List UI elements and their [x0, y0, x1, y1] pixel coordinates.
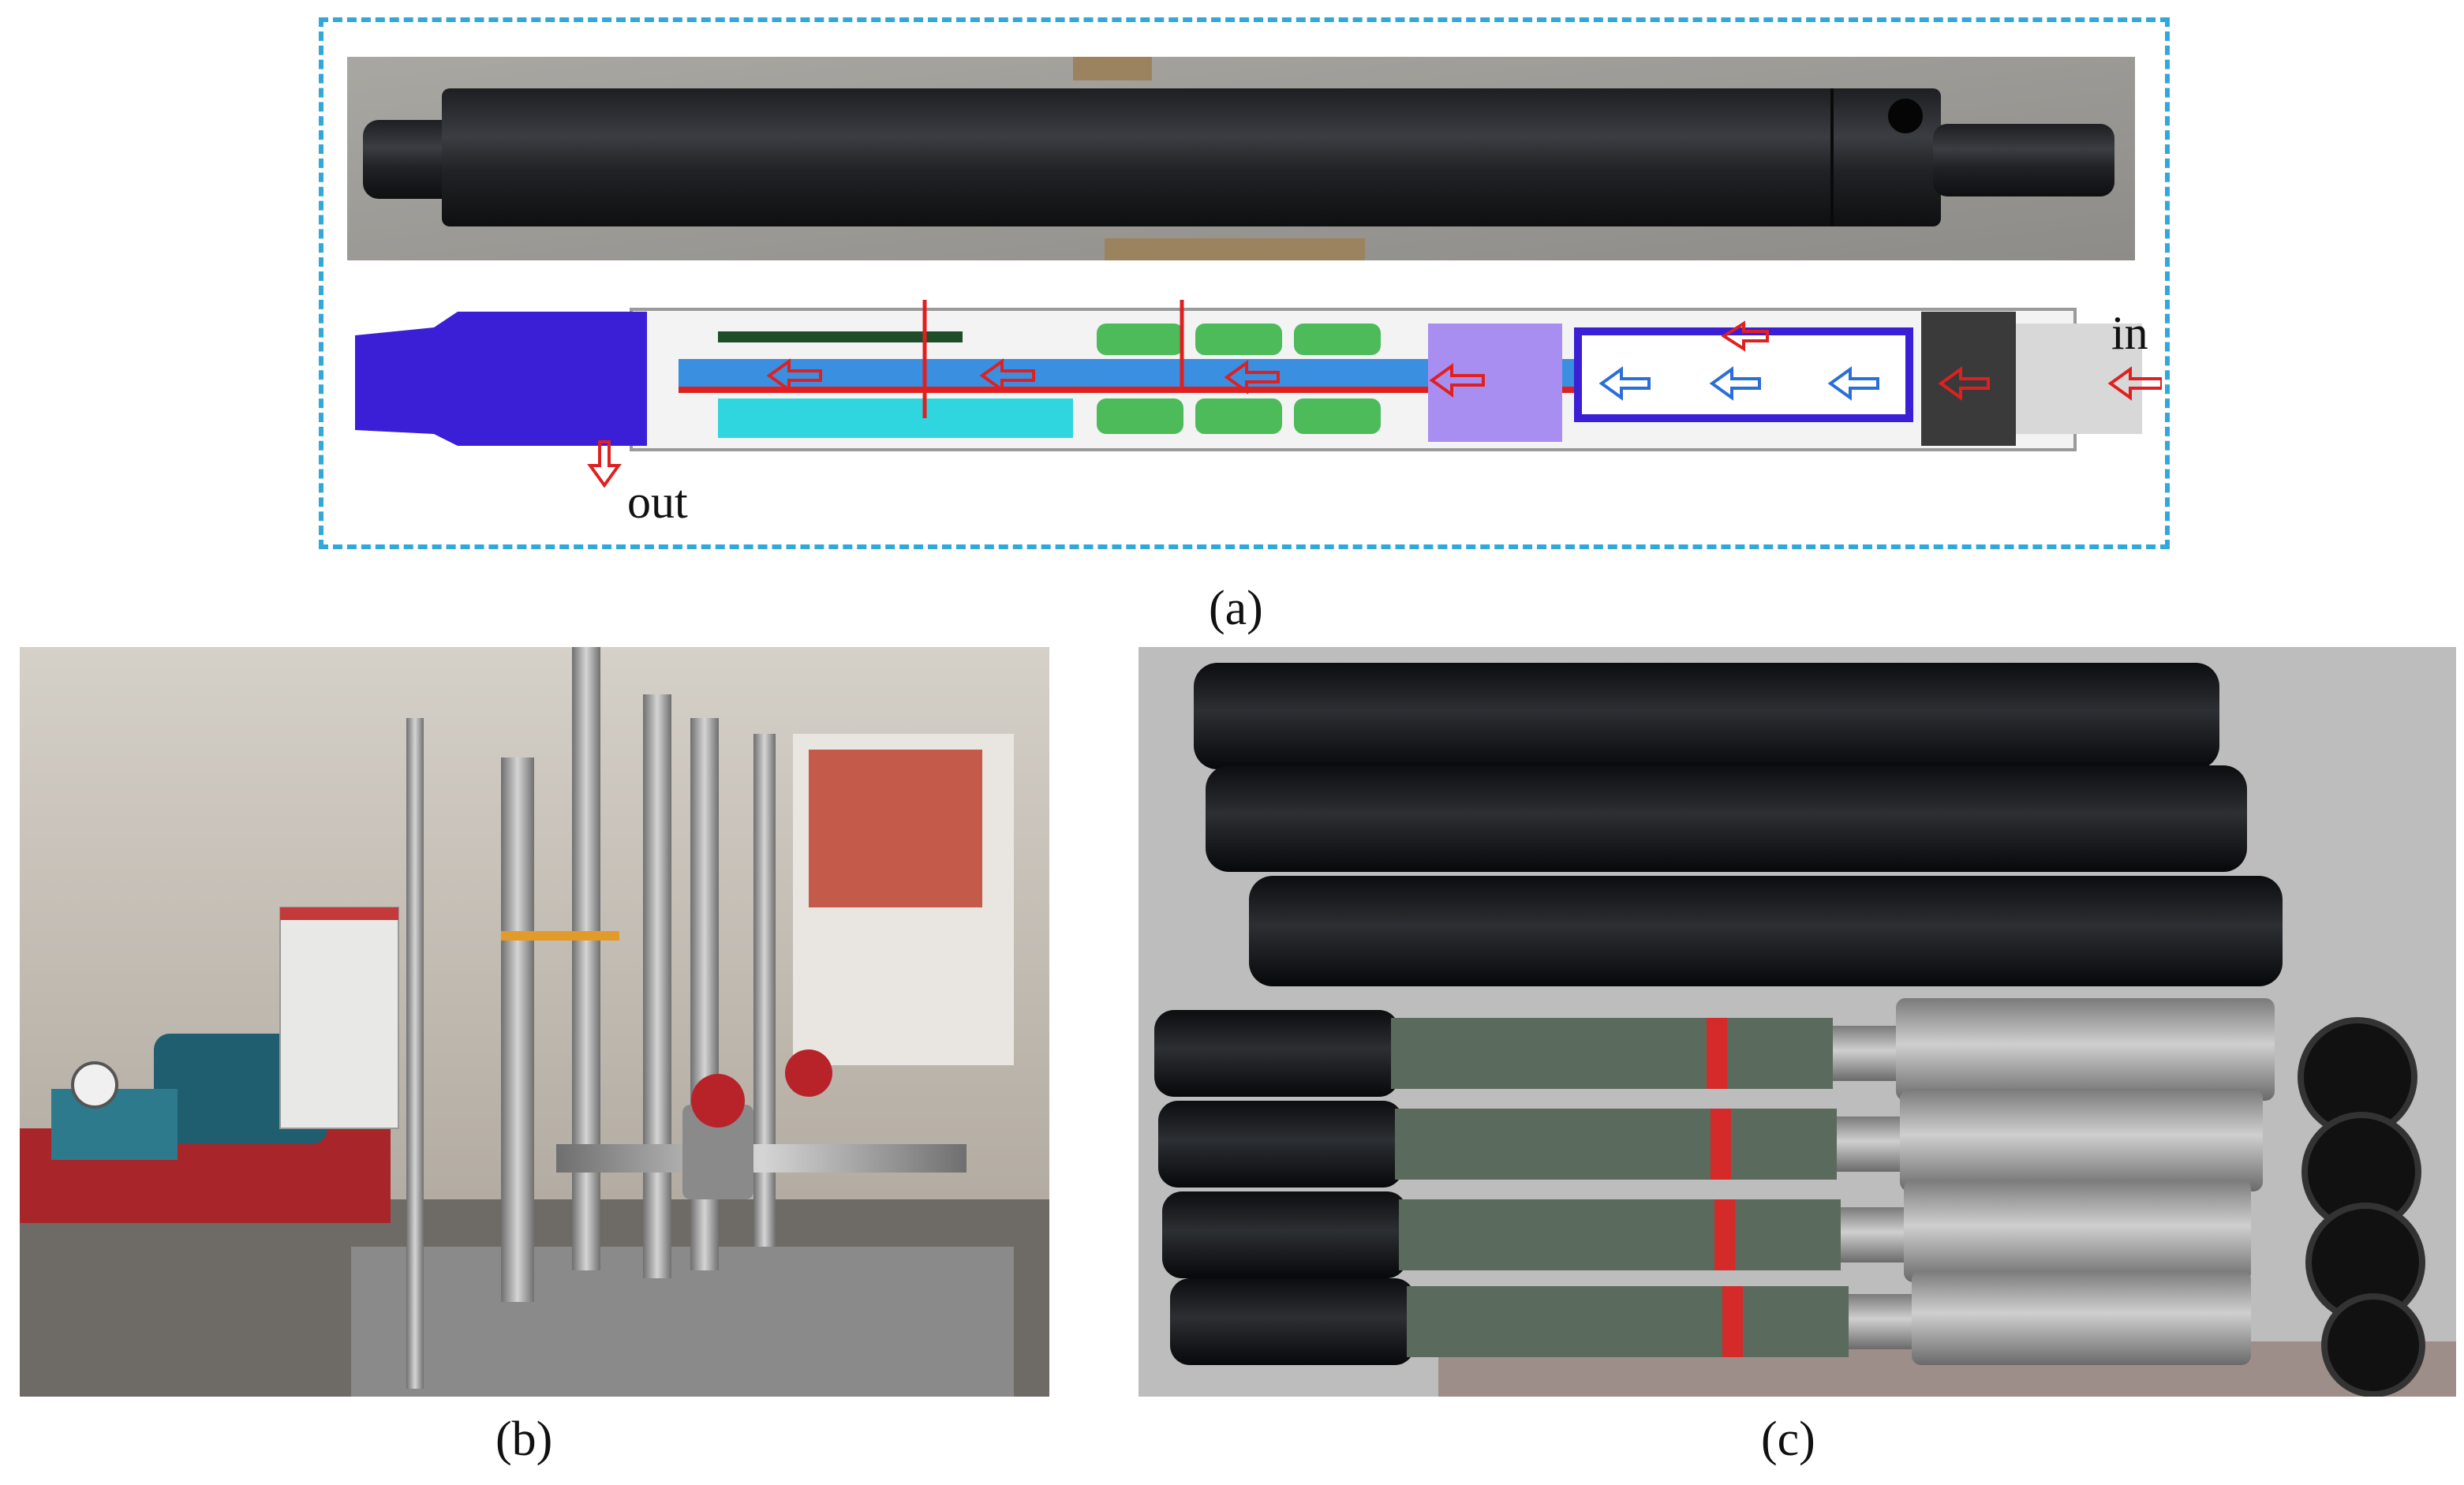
tool-components-photo [1139, 647, 2456, 1397]
tool-assembly-1 [1154, 998, 2275, 1101]
panel-a-frame [319, 17, 2170, 549]
housing-tube-3 [1249, 876, 2283, 986]
battery-5 [1195, 398, 1282, 434]
flow-loop-photo [20, 647, 1049, 1397]
pipe-right-pin [1933, 124, 2114, 196]
wood-block [1073, 57, 1152, 80]
outlet-arrow [587, 440, 622, 488]
tool-assembly-4 [1170, 1270, 2251, 1365]
horizontal-pipe [556, 1144, 967, 1173]
valve-body [1428, 324, 1562, 442]
column-3 [643, 694, 671, 1278]
red-stripe [679, 387, 1783, 393]
column-1 [501, 757, 534, 1302]
inlet-label: in [2111, 307, 2148, 359]
electronics-cyan [718, 398, 1073, 438]
pipe-body [442, 88, 1941, 226]
flowmeter-display-2 [785, 1049, 832, 1097]
right-pin [2016, 324, 2142, 434]
wood-block-bottom [1105, 238, 1365, 260]
end-cap-4 [2321, 1293, 2425, 1397]
column-2 [572, 647, 600, 1270]
orange-strap [501, 931, 619, 941]
pipe-port-hole [1888, 99, 1923, 133]
flowmeter-1 [682, 1105, 753, 1199]
tool-assembly-2 [1158, 1089, 2263, 1191]
caption-panel-a: (a) [1209, 582, 1263, 635]
control-cabinet [279, 907, 399, 1129]
flow-arrows-blue [1598, 366, 1879, 401]
housing-tube-1 [1194, 663, 2219, 769]
pressure-gauge [71, 1061, 118, 1109]
housing-tube-2 [1206, 765, 2247, 872]
tool-assembly-3 [1162, 1180, 2251, 1282]
flow-arrows [766, 320, 2162, 401]
left-end-sub [355, 312, 647, 446]
battery-3 [1294, 324, 1381, 355]
caption-panel-b: (b) [495, 1412, 553, 1466]
flowmeter-display-1 [691, 1074, 745, 1128]
tool-photo [347, 57, 2135, 260]
caption-panel-c: (c) [1761, 1412, 1815, 1466]
building-outside [809, 750, 982, 907]
pump-head [51, 1089, 178, 1160]
frame-post-1 [406, 718, 424, 1389]
battery-6 [1294, 398, 1381, 434]
circuit-board-top [718, 331, 963, 342]
battery-2 [1195, 324, 1282, 355]
battery-4 [1097, 398, 1183, 434]
cabinet-stripe [280, 907, 398, 920]
battery-1 [1097, 324, 1183, 355]
platform [351, 1247, 1014, 1397]
pipe-left-pin [363, 120, 458, 199]
tool-cutaway-diagram [355, 300, 2162, 488]
outlet-label: out [627, 476, 688, 528]
